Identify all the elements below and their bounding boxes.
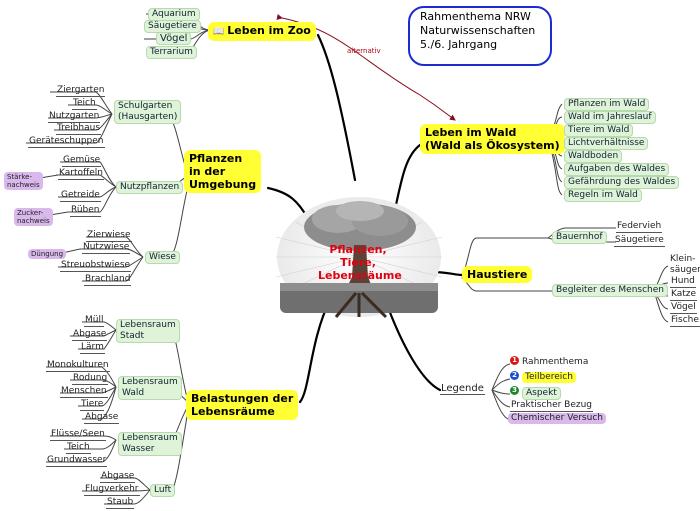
wald-item[interactable]: Wald im Jahreslauf [564,111,656,124]
topic-pflanzen[interactable]: Pflanzen in der Umgebung [184,150,262,193]
leaf[interactable]: Federvieh [616,221,663,233]
leaf[interactable]: Flugverkehr [84,484,140,496]
tree-image [276,197,442,319]
leaf[interactable]: Lärm [80,342,105,354]
leaf[interactable]: Flüsse/Seen [50,429,106,441]
leaf[interactable]: Streuobstwiese [60,260,132,272]
topic-belastungen[interactable]: Belastungen der Lebensräume [186,390,299,420]
leaf[interactable]: Kartoffeln [58,168,104,180]
branch-wald-belastung[interactable]: Lebensraum Wald [118,376,182,400]
priority-3-icon: 3 [510,386,519,395]
branch-wiese[interactable]: Wiese [145,251,180,264]
title-box-text: Rahmenthema NRW Naturwissenschaften 5./6… [420,10,536,51]
branch-schulgarten[interactable]: Schulgarten (Hausgarten) [114,100,182,124]
legend-aspekt[interactable]: Aspekt [522,387,561,400]
topic-legende[interactable]: Legende [440,383,485,395]
wald-item[interactable]: Regeln im Wald [564,189,642,202]
leaf[interactable]: Staub [106,497,135,509]
leaf[interactable]: Klein- säuger [670,254,700,275]
branch-wasser[interactable]: Lebensraum Wasser [118,432,182,456]
alternativ-label: alternativ [347,47,381,55]
zoo-item-terrarium[interactable]: Terrarium [146,46,197,59]
leaf[interactable]: Gemüse [62,155,102,167]
leaf[interactable]: Rüben [70,205,101,217]
legend-praktischer-bezug[interactable]: Praktischer Bezug [510,400,594,412]
leaf[interactable]: Getreide [60,190,101,202]
wald-item[interactable]: Lichtverhältnisse [564,137,649,150]
branch-luft[interactable]: Luft [150,484,176,497]
wald-item[interactable]: Waldboden [564,150,623,163]
wald-item[interactable]: Aufgaben des Waldes [564,163,670,176]
priority-1-icon: 1 [510,356,519,365]
title-box [408,6,552,66]
branch-stadt[interactable]: Lebensraum Stadt [116,319,180,343]
leaf[interactable]: Nutzgarten [48,111,101,123]
leaf[interactable]: Monokulturen [46,360,110,372]
legend-teilbereich[interactable]: Teilbereich [522,372,576,383]
leaf[interactable]: Ziergarten [56,85,106,97]
leaf[interactable]: Hund [670,276,696,288]
leaf[interactable]: Brachland [84,274,132,286]
leaf[interactable]: Abgase [72,329,108,341]
leaf[interactable]: Tiere [80,399,105,411]
leaf[interactable]: Grundwasser [46,455,108,467]
branch-nutzpflanzen[interactable]: Nutzpflanzen [116,181,184,194]
branch-begleiter[interactable]: Begleiter des Menschen [552,284,668,297]
topic-wald[interactable]: Leben im Wald (Wald als Ökosystem) [420,124,565,154]
leaf[interactable]: Teich [66,442,91,454]
leaf[interactable]: Zierwiese [86,230,132,242]
topic-haustiere[interactable]: Haustiere [462,266,533,283]
leaf[interactable]: Katze [670,289,698,301]
wald-item[interactable]: Gefährdung des Waldes [564,176,680,189]
leaf[interactable]: Fische [670,315,700,327]
note-staerkenachweis[interactable]: Stärke- nachweis [4,172,43,190]
wald-item[interactable]: Tiere im Wald [564,124,634,137]
note-duengung[interactable]: Düngung [28,249,67,259]
note-zuckernachweis[interactable]: Zucker- nachweis [14,208,53,226]
leaf[interactable]: Abgase [84,412,120,424]
legend-rahmenthema[interactable]: Rahmenthema [522,357,589,367]
center-topic[interactable]: Pflanzen, Tiere, Lebensräume [318,243,402,282]
leaf[interactable]: Rodung [72,373,109,385]
leaf[interactable]: Treibhaus [56,123,102,135]
leaf[interactable]: Abgase [100,471,136,483]
book-icon: 📖 [213,27,225,37]
leaf[interactable]: Säugetiere [614,235,665,247]
leaf[interactable]: Geräteschuppen [28,136,105,148]
legend-chemischer-versuch[interactable]: Chemischer Versuch [508,413,606,424]
wald-item[interactable]: Pflanzen im Wald [564,98,650,111]
topic-zoo[interactable]: 📖Leben im Zoo [208,22,316,41]
branch-bauernhof[interactable]: Bauernhof [552,231,607,244]
priority-2-icon: 2 [510,371,519,380]
leaf[interactable]: Teich [72,98,97,110]
leaf[interactable]: Müll [84,315,105,327]
leaf[interactable]: Menschen [60,386,108,398]
zoo-item-voegel[interactable]: Vögel [156,32,192,45]
leaf[interactable]: Nutzwiese [82,242,131,254]
leaf[interactable]: Vögel [670,302,697,314]
